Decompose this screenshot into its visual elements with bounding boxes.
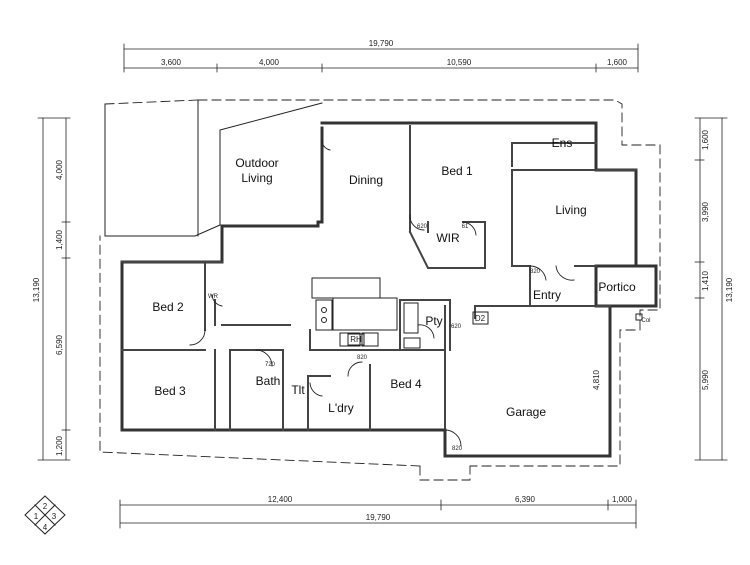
north-point-numbers: 2 1 3 4 bbox=[34, 502, 57, 532]
left-seg2-dim: 1,400 bbox=[55, 229, 64, 250]
living-label: Living bbox=[555, 203, 586, 217]
portico-label: Portico bbox=[598, 280, 636, 294]
kitchen-fittings bbox=[311, 277, 421, 349]
left-seg1-dim: 4,000 bbox=[55, 159, 64, 180]
left-dimension-lines bbox=[37, 117, 71, 461]
laundry-label: L'dry bbox=[328, 401, 354, 415]
left-total-dim: 13,190 bbox=[32, 277, 41, 302]
bottom-seg3-dim: 1,000 bbox=[612, 495, 633, 504]
bed4-label: Bed 4 bbox=[390, 377, 422, 391]
right-dimension-lines bbox=[694, 117, 728, 461]
wr-label: WR bbox=[208, 294, 219, 300]
bed1-label: Bed 1 bbox=[441, 164, 473, 178]
right-seg3-dim: 1,410 bbox=[701, 270, 710, 291]
d2-box bbox=[472, 311, 489, 325]
living-door-width: 820 bbox=[530, 269, 541, 275]
left-seg4-dim: 1,200 bbox=[55, 435, 64, 456]
north-number-3: 4 bbox=[43, 523, 48, 532]
outdoor-living-outline bbox=[104, 99, 323, 237]
bottom-seg1-dim: 12,400 bbox=[268, 495, 293, 504]
top-seg3-dim: 10,590 bbox=[447, 58, 472, 67]
bath-label: Bath bbox=[256, 374, 281, 388]
top-seg1-dim: 3,600 bbox=[161, 58, 182, 67]
wir-door-right: 61 bbox=[462, 224, 469, 230]
kitchen-door-width: 820 bbox=[357, 355, 368, 361]
dimension-labels: 19,790 3,600 4,000 10,590 1,600 13,190 4… bbox=[32, 39, 734, 522]
internal-walls bbox=[121, 125, 637, 431]
external-walls bbox=[120, 121, 658, 458]
dining-label: Dining bbox=[349, 173, 383, 187]
bed2-label: Bed 2 bbox=[152, 300, 184, 314]
pantry-label: Pty bbox=[425, 314, 442, 328]
bottom-total-dim: 19,790 bbox=[366, 513, 391, 522]
wir-label: WIR bbox=[436, 231, 460, 245]
door-swings bbox=[189, 139, 575, 447]
rh-label: RH bbox=[350, 335, 362, 344]
left-seg3-dim: 6,590 bbox=[55, 334, 64, 355]
outdoor-living-label-2: Living bbox=[241, 171, 272, 185]
entry-label: Entry bbox=[533, 288, 561, 302]
d2-label: D2 bbox=[475, 314, 486, 323]
garage-door-width: 820 bbox=[452, 446, 463, 452]
pantry-door-width: 620 bbox=[451, 324, 462, 330]
col-label: Col bbox=[641, 318, 650, 324]
top-seg4-dim: 1,600 bbox=[607, 58, 628, 67]
toilet-label: Tlt bbox=[291, 383, 305, 397]
bath-door-width: 720 bbox=[265, 362, 276, 368]
north-number-1: 2 bbox=[43, 502, 48, 511]
right-seg4-dim: 5,990 bbox=[701, 369, 710, 390]
room-labels: Outdoor Living Dining Bed 1 Ens Living W… bbox=[152, 136, 650, 419]
right-seg2-dim: 3,990 bbox=[701, 201, 710, 222]
north-number-0: 1 bbox=[34, 512, 39, 521]
column-marker bbox=[635, 313, 643, 321]
ens-label: Ens bbox=[552, 136, 573, 150]
right-seg1-dim: 1,600 bbox=[701, 129, 710, 150]
door-width-labels: 620 61 820 720 620 820 820 bbox=[265, 224, 541, 452]
top-total-dim: 19,790 bbox=[369, 39, 394, 48]
top-dimension-lines bbox=[123, 43, 639, 73]
right-total-dim: 13,190 bbox=[725, 277, 734, 302]
garage-label: Garage bbox=[506, 405, 546, 419]
north-point-symbol bbox=[24, 495, 66, 535]
wir-door-left: 620 bbox=[417, 224, 428, 230]
top-seg2-dim: 4,000 bbox=[259, 58, 280, 67]
rh-box bbox=[347, 333, 365, 346]
north-number-2: 3 bbox=[52, 512, 57, 521]
bottom-seg2-dim: 6,390 bbox=[515, 495, 536, 504]
outdoor-living-label-1: Outdoor bbox=[235, 156, 278, 170]
bed3-label: Bed 3 bbox=[154, 384, 186, 398]
bottom-dimension-lines bbox=[119, 499, 637, 529]
garage-width-dim: 4,810 bbox=[592, 369, 601, 390]
